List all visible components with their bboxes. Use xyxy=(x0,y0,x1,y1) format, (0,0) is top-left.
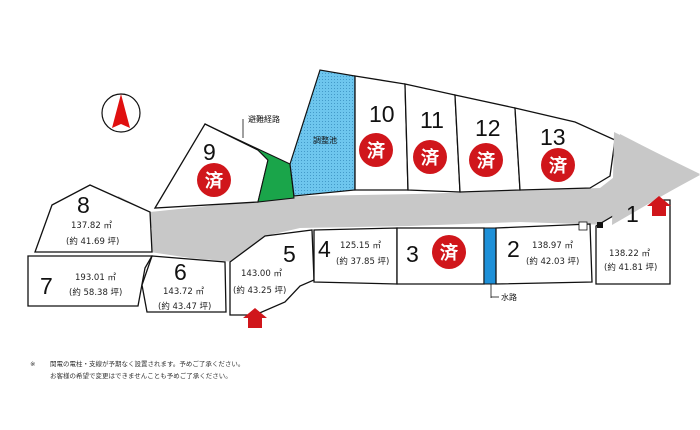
north-arrow-icon xyxy=(101,93,141,133)
road-arrow-icon xyxy=(612,132,700,225)
lot-area-6: 143.72 ㎡ xyxy=(163,287,204,297)
note-line-1: 関電の電柱・支線が予期なく設置されます。予めご了承ください。 xyxy=(50,359,244,368)
lot-number-6: 6 xyxy=(174,259,187,285)
lot-tsubo-1: (約 41.81 坪) xyxy=(604,262,657,273)
lot-area-4: 125.15 ㎡ xyxy=(340,241,381,251)
lot-number-8: 8 xyxy=(77,192,90,218)
sold-badge-11: 済 xyxy=(413,140,447,174)
svg-text:済: 済 xyxy=(367,140,386,162)
lot-number-13: 13 xyxy=(540,124,566,150)
lot-number-7: 7 xyxy=(40,273,53,299)
entry-arrow-lot1-icon xyxy=(647,196,671,216)
utility-post xyxy=(597,222,603,228)
entry-arrow-lot5-icon xyxy=(243,308,267,328)
lot-5[interactable] xyxy=(229,229,315,316)
svg-text:済: 済 xyxy=(421,147,440,169)
lot-number-10: 10 xyxy=(369,101,395,127)
lot-tsubo-8: (約 41.69 坪) xyxy=(66,236,119,247)
lot-tsubo-7: (約 58.38 坪) xyxy=(69,287,122,298)
lot-tsubo-6: (約 43.47 坪) xyxy=(158,301,211,312)
sold-badge-10: 済 xyxy=(359,133,393,167)
lot-13[interactable] xyxy=(514,107,616,191)
lot-area-5: 143.00 ㎡ xyxy=(241,269,282,279)
lot-tsubo-5: (約 43.25 坪) xyxy=(233,285,286,296)
sold-badge-13: 済 xyxy=(541,148,575,182)
lot-10[interactable] xyxy=(354,75,409,191)
lot-7[interactable] xyxy=(27,255,154,307)
sold-badge-12: 済 xyxy=(469,143,503,177)
lot-6[interactable] xyxy=(141,255,227,313)
lot-number-2: 2 xyxy=(507,236,520,262)
svg-text:済: 済 xyxy=(477,150,496,172)
evacuation-route-label: 避難経路 xyxy=(248,114,280,124)
lot-area-8: 137.82 ㎡ xyxy=(71,221,112,231)
note-line-2: お客様の希望で変更はできませんことも予めご了承ください。 xyxy=(50,371,232,380)
lot-number-3: 3 xyxy=(406,241,419,267)
utility-box xyxy=(578,221,588,231)
lot-area-2: 138.97 ㎡ xyxy=(532,241,573,251)
lot-tsubo-2: (約 42.03 坪) xyxy=(526,256,579,267)
lot-number-12: 12 xyxy=(475,115,501,141)
retention-pond-label: 調整池 xyxy=(313,135,337,145)
lot-area-1: 138.22 ㎡ xyxy=(609,249,650,259)
waterway-label: 水路 xyxy=(501,292,517,302)
lot-number-4: 4 xyxy=(318,236,331,262)
road xyxy=(118,134,700,262)
note-marker: ※ xyxy=(30,360,35,368)
svg-text:済: 済 xyxy=(549,155,568,177)
sold-badge-9: 済 xyxy=(197,163,231,197)
svg-text:済: 済 xyxy=(205,170,224,192)
sold-badge-3: 済 xyxy=(432,235,466,269)
lot-8[interactable] xyxy=(34,184,153,253)
waterway xyxy=(483,227,497,285)
lot-tsubo-4: (約 37.85 坪) xyxy=(336,256,389,267)
svg-text:済: 済 xyxy=(440,242,459,264)
lot-11[interactable] xyxy=(404,83,461,193)
lot-area-7: 193.01 ㎡ xyxy=(75,273,116,283)
retention-pond xyxy=(289,69,356,197)
lot-number-9: 9 xyxy=(203,139,216,165)
lot-number-1: 1 xyxy=(626,201,639,227)
lot-number-5: 5 xyxy=(283,241,296,267)
lot-number-11: 11 xyxy=(420,107,444,133)
lot-2[interactable] xyxy=(495,223,593,285)
